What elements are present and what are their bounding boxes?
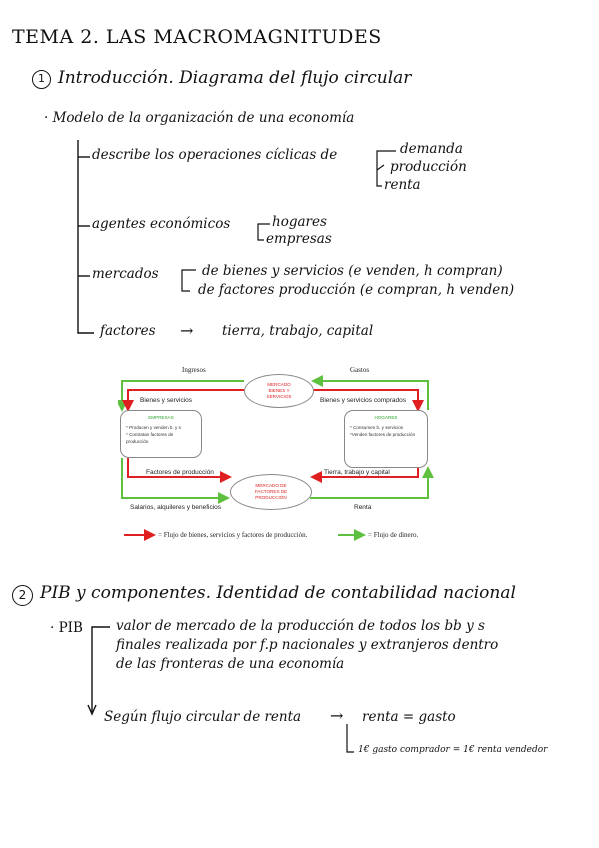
agentes-item-hogares: hogares (272, 214, 327, 230)
label-bienes-comprados: Bienes y servicios comprados (320, 397, 406, 404)
hogares-line1: * Consumen b. y servicios (350, 424, 404, 430)
pib-label: · PIB (50, 620, 83, 636)
identity-renta-gasto: renta = gasto (362, 709, 456, 725)
describe-item-demanda: demanda (400, 141, 463, 157)
factores-lead: factores (100, 323, 156, 339)
empresas-line2: * Contratan factores de producción (126, 431, 174, 444)
label-tierra-trabajo: Tierra, trabajo y capital (324, 469, 390, 476)
label-factores-produccion: Factores de producción (146, 469, 214, 476)
pib-definition-line-3: de las fronteras de una economía (116, 656, 345, 672)
section-1-number: 1 (32, 70, 51, 89)
empresas-line1: * Producen y venden b. y s (126, 424, 181, 430)
factores-value: tierra, trabajo, capital (222, 323, 374, 339)
hogares-box: HOGARES * Consumen b. y servicios *Vende… (344, 410, 428, 468)
section-2-heading: PIB y componentes. Identidad de contabil… (40, 583, 516, 603)
pib-definition-line-1: valor de mercado de la producción de tod… (116, 618, 485, 634)
hogares-line2: *Venden factores de producción (350, 431, 416, 437)
label-ingresos: Ingresos (182, 366, 206, 374)
describe-item-renta: renta (384, 177, 421, 193)
describe-item-produccion: producción (390, 159, 467, 175)
bullet-modelo: · Modelo de la organización de una econo… (44, 110, 355, 126)
page-title: TEMA 2. LAS MACROMAGNITUDES (12, 26, 382, 48)
hogares-title: HOGARES (374, 415, 398, 420)
empresas-title: EMPRESAS (148, 415, 174, 420)
describe-lead: describe los operaciones cíclicas de (92, 147, 338, 163)
market-goods-ellipse: MERCADO BIENES Y SERVICIOS (244, 374, 314, 408)
label-bienes-servicios: Bienes y servicios (140, 397, 193, 404)
factores-arrow: → (180, 321, 194, 340)
section-2-number: 2 (12, 585, 33, 606)
legend-green-text: = Flujo de dinero. (368, 531, 419, 539)
section-1-heading: Introducción. Diagrama del flujo circula… (58, 68, 412, 88)
label-salarios: Salarios, alquileres y beneficios (130, 504, 222, 511)
flow-arrows (118, 375, 434, 541)
market-factors-ellipse: MERCADO DE FACTORES DE PRODUCCIÓN (230, 474, 312, 510)
pib-definition-line-2: finales realizada por f.p nacionales y e… (116, 637, 499, 653)
identity-note: 1€ gasto comprador = 1€ renta vendedor (358, 745, 548, 755)
mercados-lead: mercados (92, 266, 159, 282)
legend-red-text: = Flujo de bienes, servicios y factores … (158, 531, 308, 539)
mercados-item-bienes: de bienes y servicios (e venden, h compr… (202, 263, 503, 279)
mercados-item-factores: de factores producción (e compran, h ven… (198, 282, 515, 298)
circular-flow-diagram: Ingresos Gastos Bienes y servicios Biene… (118, 360, 436, 545)
empresas-box: EMPRESAS * Producen y venden b. y s * Co… (120, 410, 202, 458)
label-renta: Renta (354, 504, 372, 511)
segun-flujo: Según flujo circular de renta (104, 709, 302, 725)
agentes-item-empresas: empresas (266, 231, 332, 247)
agentes-lead: agentes económicos (92, 216, 231, 232)
label-gastos: Gastos (350, 366, 370, 374)
segun-arrow: → (330, 706, 344, 725)
